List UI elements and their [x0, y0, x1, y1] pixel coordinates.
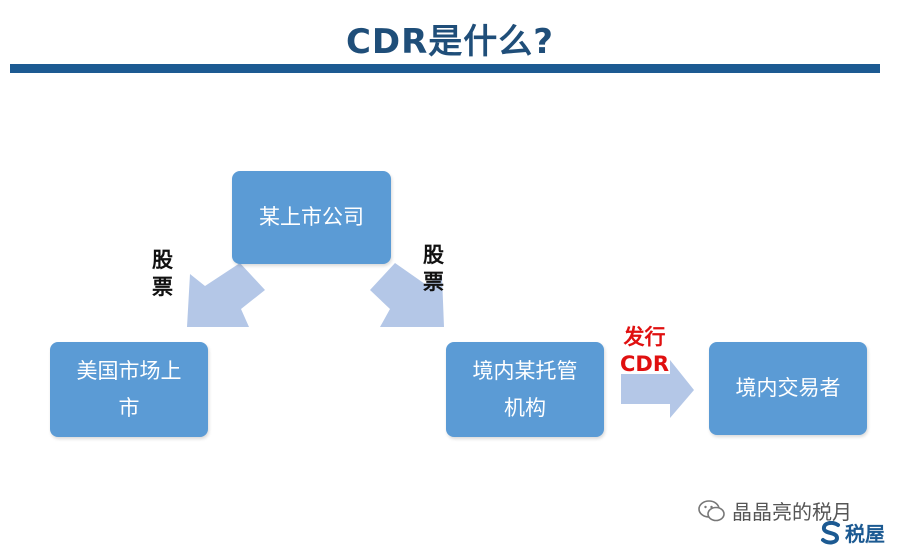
watermark: 晶晶亮的税月	[698, 496, 852, 525]
edge-label-issue: 发行 CDR	[620, 325, 670, 377]
node-company: 某上市公司	[232, 171, 391, 264]
node-custodian-label: 境内某托管 机构	[472, 358, 578, 420]
node-domestic-traders: 境内交易者	[709, 342, 867, 435]
watermark-text: 晶晶亮的税月	[732, 500, 852, 524]
arrow-company-to-custodian	[370, 263, 444, 327]
edge-label-right: 股 票	[423, 243, 444, 295]
node-us-market: 美国市场上 市	[50, 342, 208, 437]
node-custodian: 境内某托管 机构	[446, 342, 604, 437]
arrow-custodian-to-traders	[621, 360, 694, 418]
title-underline	[10, 64, 880, 73]
edge-label-left: 股 票	[152, 248, 173, 300]
brand-logo-text: 税屋	[845, 522, 885, 546]
wechat-icon	[698, 499, 725, 521]
brand-s-icon	[821, 520, 840, 544]
node-domestic-traders-label: 境内交易者	[735, 376, 841, 401]
arrow-company-to-us-market	[187, 263, 265, 327]
node-company-label: 某上市公司	[259, 205, 364, 230]
node-us-market-label: 美国市场上 市	[76, 358, 182, 420]
page-title: CDR是什么?	[345, 22, 555, 62]
brand-logo: 税屋	[820, 518, 885, 547]
